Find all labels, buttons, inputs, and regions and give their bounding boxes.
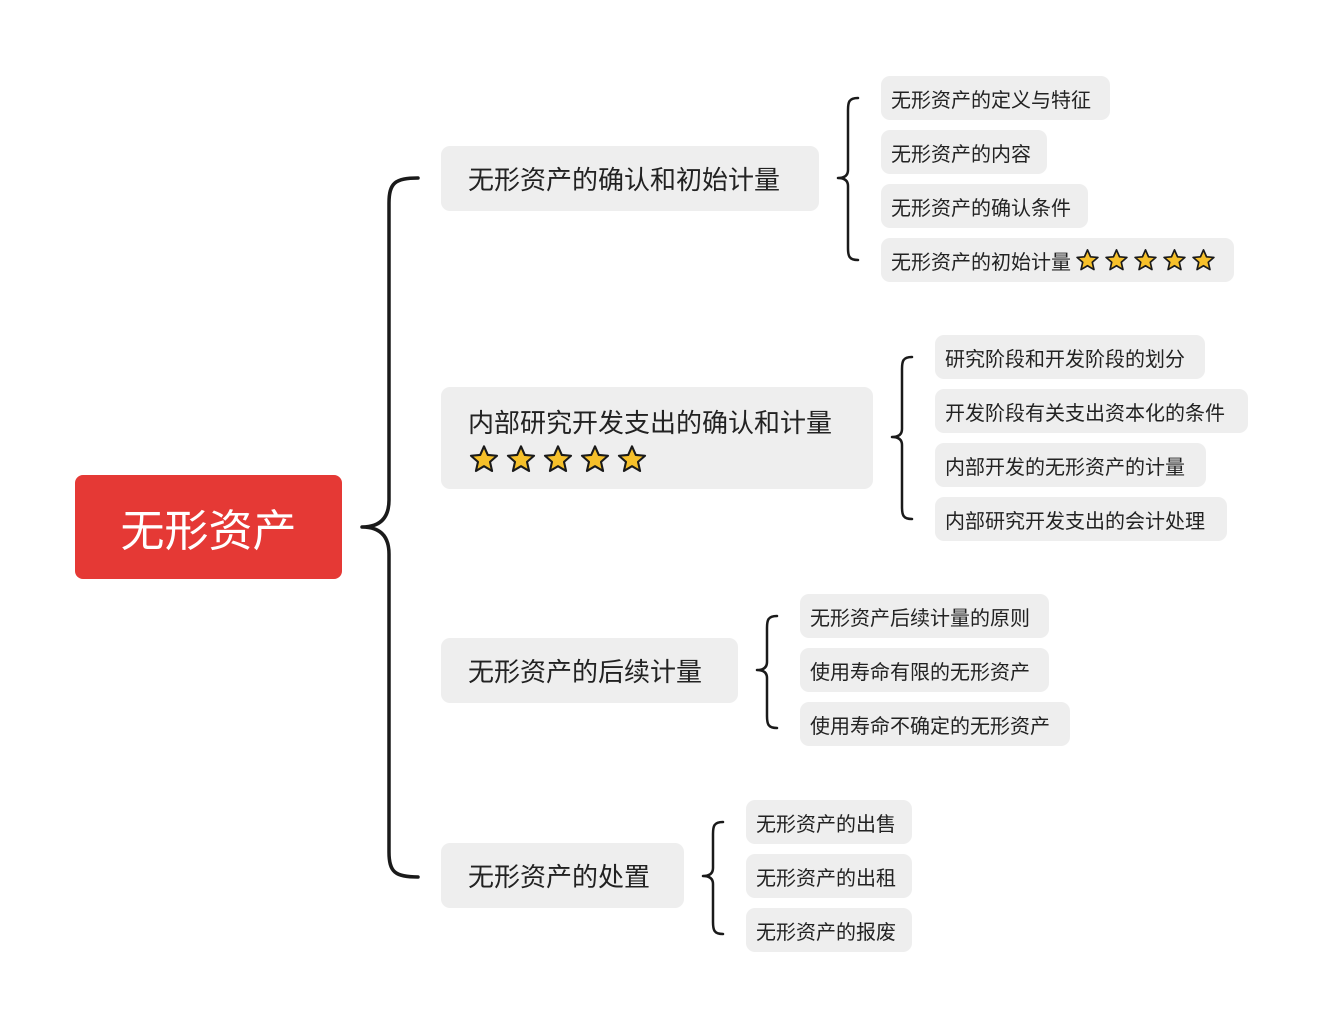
subtopic[interactable]: 使用寿命有限的无形资产 [800,648,1049,692]
subtopic-label: 内部研究开发支出的会计处理 [945,508,1205,533]
star-icon [542,444,574,474]
subtopic-label: 无形资产的出租 [756,865,896,890]
star-icon [1075,248,1100,272]
subtopic[interactable]: 内部研究开发支出的会计处理 [935,497,1227,541]
subtopic-label: 无形资产的确认条件 [891,195,1071,220]
subtopic-label: 使用寿命有限的无形资产 [810,659,1030,684]
subtopic-label: 使用寿命不确定的无形资产 [810,713,1050,738]
subtopic[interactable]: 无形资产的出租 [746,854,912,898]
branch-4-label: 无形资产的处置 [468,863,651,893]
star-icon [1104,248,1129,272]
subtopic-label: 无形资产后续计量的原则 [810,605,1030,630]
star-icon [579,444,611,474]
subtopic[interactable]: 无形资产的定义与特征 [881,76,1110,120]
branch-3-topic[interactable]: 无形资产的后续计量 [441,638,738,703]
subtopic-label: 无形资产的报废 [756,919,896,944]
star-icon [468,444,500,474]
subtopic-label: 开发阶段有关支出资本化的条件 [945,400,1225,425]
branch-1-brace [836,96,860,262]
subtopic[interactable]: 无形资产的出售 [746,800,912,844]
branch-4-topic[interactable]: 无形资产的处置 [441,843,684,908]
subtopic-label: 无形资产的定义与特征 [891,87,1091,112]
star-icon [1162,248,1187,272]
root-topic[interactable]: 无形资产 [75,475,342,579]
branch-1-topic[interactable]: 无形资产的确认和初始计量 [441,146,819,211]
star-icon [1133,248,1158,272]
subtopic-label: 无形资产的出售 [756,811,896,836]
subtopic[interactable]: 无形资产的确认条件 [881,184,1088,228]
branch-3-label: 无形资产的后续计量 [468,658,703,688]
subtopic-label: 无形资产的初始计量 [891,249,1071,274]
branch-3-brace [755,614,779,730]
star-icon [505,444,537,474]
subtopic-rating [1071,248,1216,272]
branch-2-brace [890,355,914,521]
subtopic-label: 内部开发的无形资产的计量 [945,454,1185,479]
star-icon [616,444,648,474]
subtopic[interactable]: 使用寿命不确定的无形资产 [800,702,1070,746]
star-icon [1191,248,1216,272]
subtopic[interactable]: 无形资产的内容 [881,130,1047,174]
branch-2-rating [468,444,873,474]
main-brace [360,176,420,879]
subtopic[interactable]: 研究阶段和开发阶段的划分 [935,335,1205,379]
subtopic[interactable]: 无形资产后续计量的原则 [800,594,1049,638]
branch-4-brace [701,820,725,936]
subtopic[interactable]: 内部开发的无形资产的计量 [935,443,1206,487]
branch-2-label: 内部研究开发支出的确认和计量 [468,408,833,439]
branch-2-topic[interactable]: 内部研究开发支出的确认和计量 [441,387,873,489]
subtopic[interactable]: 开发阶段有关支出资本化的条件 [935,389,1248,433]
subtopic-label: 无形资产的内容 [891,141,1031,166]
subtopic-label: 研究阶段和开发阶段的划分 [945,346,1185,371]
subtopic[interactable]: 无形资产的报废 [746,908,912,952]
subtopic[interactable]: 无形资产的初始计量 [881,238,1234,282]
branch-1-label: 无形资产的确认和初始计量 [468,166,781,196]
